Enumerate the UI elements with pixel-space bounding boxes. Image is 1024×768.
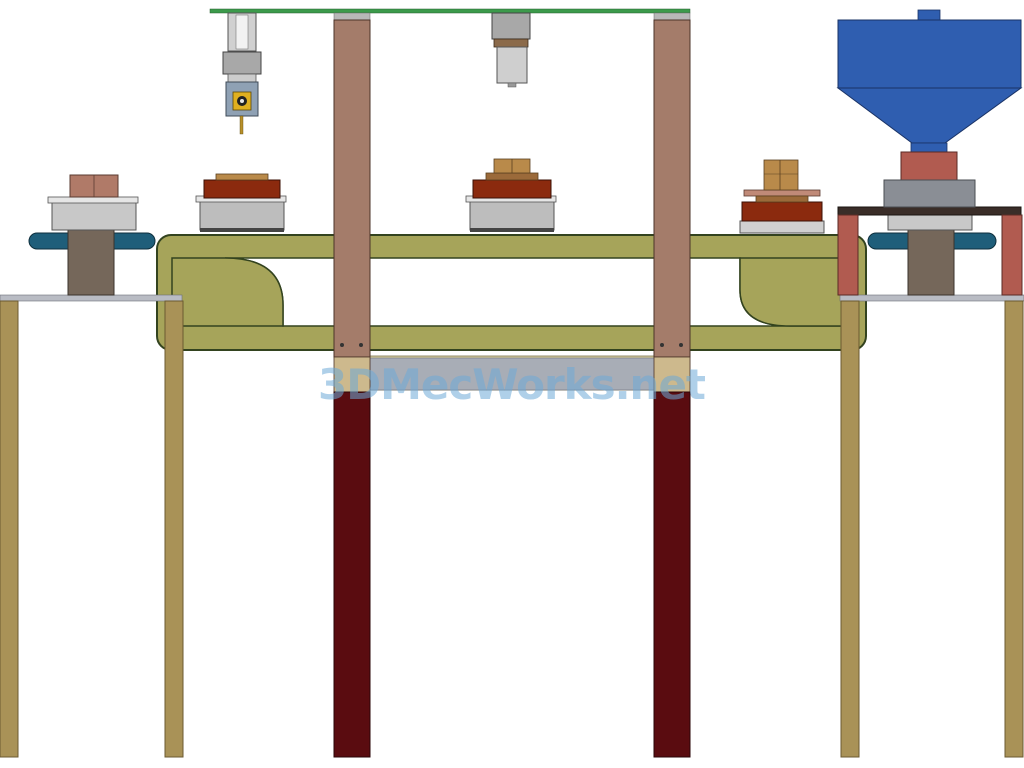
right-support-table [839, 294, 1024, 758]
conveyor-track-icon [156, 234, 867, 351]
right-pillar [653, 12, 691, 758]
right-roller-station [837, 206, 1023, 296]
pneumatic-cylinder-icon [222, 12, 262, 135]
left-support-table [0, 294, 184, 758]
crossbeam-steel [369, 357, 656, 391]
motor-icon [491, 12, 531, 88]
top-rail [209, 8, 691, 14]
left-roller-station [28, 174, 156, 296]
pallet-icon [195, 173, 287, 232]
left-pillar [333, 12, 371, 758]
pallet-icon [465, 158, 557, 232]
hopper-icon [836, 9, 1023, 208]
pallet-icon [739, 159, 825, 234]
